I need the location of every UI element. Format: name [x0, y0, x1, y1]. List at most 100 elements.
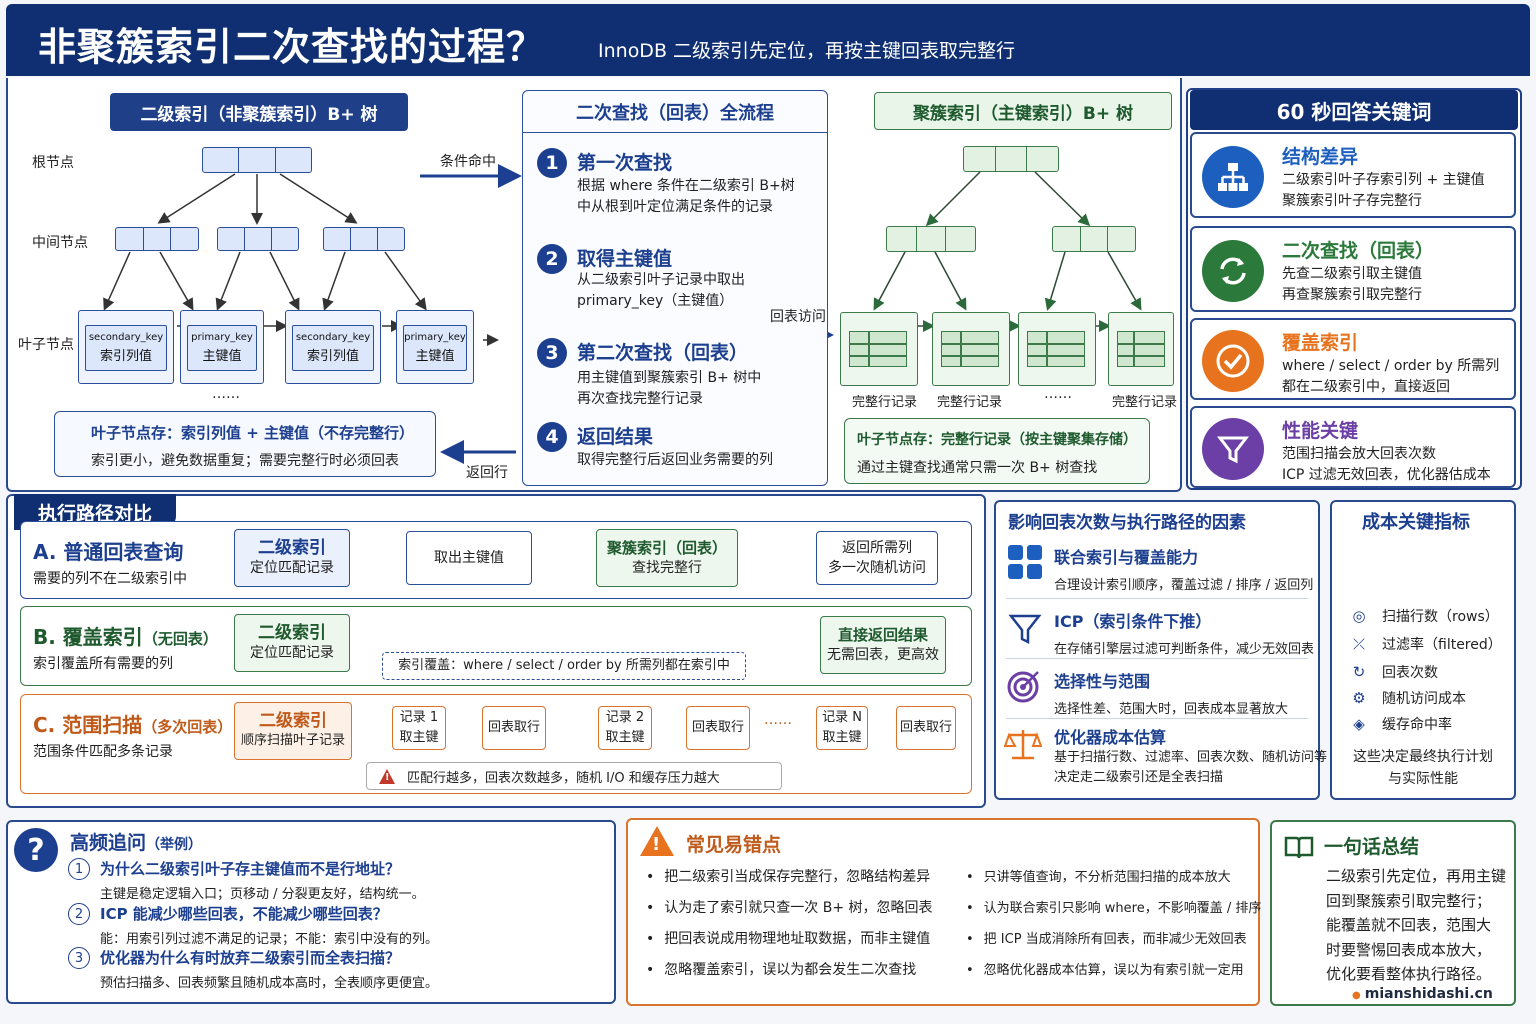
- mistake-item: 把 ICP 当成消除所有回表，而非减少无效回表: [966, 928, 1247, 947]
- clustered-leaf: [1018, 312, 1096, 386]
- keyword-card: 结构差异 二级索引叶子存索引列 + 主键值聚簇索引叶子存完整行: [1190, 132, 1516, 218]
- path-a-box-secondary: 二级索引定位匹配记录: [234, 529, 350, 587]
- mid-node-label: 中间节点: [32, 235, 88, 251]
- divider: [1006, 598, 1308, 599]
- factors-panel: [994, 500, 1320, 800]
- mistake-item: 认为联合索引只影响 where，不影响覆盖 / 排序: [966, 897, 1262, 916]
- factor-item: 选择性与范围选择性差、范围大时，回表成本显著放大: [1054, 672, 1289, 717]
- path-b-title: B. 覆盖索引（无回表）: [33, 625, 218, 649]
- root-node: [202, 147, 312, 173]
- metrics-panel: [1330, 500, 1516, 800]
- path-b-box-return: 直接返回结果无需回表，更高效: [820, 616, 946, 674]
- keyword-card: 二次查找（回表） 先查二级索引取主键值再查聚簇索引取完整行: [1190, 226, 1516, 312]
- cache-icon: ◈: [1353, 715, 1365, 733]
- step-number: 4: [537, 422, 567, 452]
- clustered-mid-node: [1052, 226, 1136, 252]
- watermark: ●mianshidashi.cn: [1352, 986, 1493, 1002]
- factor-item: ICP（索引条件下推）在存储引擎层过滤可判断条件，减少无效回表: [1054, 612, 1315, 657]
- mistake-item: 认为走了索引就只查一次 B+ 树，忽略回表: [646, 897, 932, 917]
- path-c-title: C. 范围扫描（多次回表）: [33, 713, 233, 737]
- path-c-box-secondary: 二级索引顺序扫描叶子记录: [234, 702, 352, 760]
- keyword-card: 覆盖索引 where / select / order by 所需列都在二级索引…: [1190, 318, 1516, 400]
- keyword-title: 结构差异: [1282, 146, 1359, 168]
- refresh-icon: [1202, 240, 1264, 302]
- flow-panel: 二次查找（回表）全流程: [522, 90, 828, 486]
- factor-item: 联合索引与覆盖能力合理设计索引顺序，覆盖过滤 / 排序 / 返回列: [1054, 548, 1314, 593]
- warning-icon-mark: !: [652, 834, 661, 855]
- page-header: 非聚簇索引二次查找的过程？ InnoDB 二级索引先定位，再按主键回表取完整行: [6, 4, 1530, 76]
- funnel-icon: [1008, 612, 1042, 650]
- scale-icon: [1003, 726, 1043, 766]
- clustered-leaf: [932, 312, 1010, 386]
- mistake-item: 只讲等值查询，不分析范围扫描的成本放大: [966, 866, 1231, 885]
- path-c-sub: 范围条件匹配多条记录: [33, 744, 173, 760]
- page-subtitle: InnoDB 二级索引先定位，再按主键回表取完整行: [598, 40, 1016, 62]
- step-title: 返回结果: [577, 426, 654, 448]
- clustered-leaf-label: 完整行记录: [937, 395, 1003, 410]
- keyword-title: 性能关键: [1282, 420, 1359, 442]
- filter-ratio-icon: ⤫: [1352, 635, 1365, 653]
- path-a-box-pk: 取出主键值: [406, 531, 532, 585]
- clustered-leaf-label: 完整行记录: [1112, 395, 1178, 410]
- step-desc: 取得完整行后返回业务需要的列: [577, 452, 773, 468]
- rows-icon: ◎: [1352, 607, 1366, 625]
- step-title: 第一次查找: [577, 152, 673, 174]
- keyword-desc: 先查二级索引取主键值再查聚簇索引取完整行: [1282, 266, 1422, 303]
- path-b-covering-note: 索引覆盖：where / select / order by 所需列都在索引中: [382, 652, 746, 680]
- leaf-ellipsis: ……: [212, 386, 240, 402]
- metric-item: ◎扫描行数（rows）: [1350, 606, 1498, 626]
- path-c-back: 回表取行: [896, 706, 956, 750]
- metrics-footer: 这些决定最终执行计划与实际性能: [1353, 749, 1493, 787]
- path-c-dots: ……: [764, 712, 792, 728]
- clustered-root-node: [963, 146, 1059, 172]
- secondary-note-desc: 索引更小，避免数据重复；需要完整行时必须回表: [91, 453, 399, 469]
- keywords-title: 60 秒回答关键词: [1190, 90, 1518, 130]
- target-icon: [1006, 668, 1042, 708]
- mid-node: [323, 227, 405, 251]
- metrics-title: 成本关键指标: [1362, 512, 1470, 533]
- step-title: 取得主键值: [577, 248, 673, 270]
- keyword-desc: 二级索引叶子存索引列 + 主键值聚簇索引叶子存完整行: [1282, 172, 1485, 209]
- grid-icon: [1008, 545, 1042, 579]
- question-icon: ?: [14, 828, 58, 872]
- step-number: 1: [537, 148, 567, 178]
- clustered-leaf-label: 完整行记录: [852, 395, 918, 410]
- clustered-mid-node: [886, 226, 976, 252]
- clustered-note-title: 叶子节点存：完整行记录（按主键聚集存储）: [857, 432, 1137, 448]
- clustered-tree-title: 聚簇索引（主键索引）B+ 树: [874, 92, 1172, 130]
- summary-title: 一句话总结: [1324, 836, 1420, 858]
- faq-panel: [6, 820, 616, 1004]
- clustered-leaf: [840, 312, 918, 386]
- metric-item: ↻回表次数: [1350, 662, 1438, 682]
- mid-node: [115, 227, 199, 251]
- mistakes-title: 常见易错点: [686, 834, 782, 856]
- warning-icon: [640, 826, 674, 856]
- clustered-leaf-note: 叶子节点存：完整行记录（按主键聚集存储） 通过主键查找通常只需一次 B+ 树查找: [844, 418, 1150, 484]
- metric-item: ⤫过滤率（filtered）: [1350, 634, 1502, 654]
- step-desc: 根据 where 条件在二级索引 B+树中从根到叶定位满足条件的记录: [577, 178, 795, 215]
- path-b-box-secondary: 二级索引定位匹配记录: [234, 614, 350, 672]
- cycle-icon: ↻: [1352, 663, 1366, 681]
- path-c-back: 回表取行: [686, 706, 750, 750]
- flow-title: 二次查找（回表）全流程: [523, 91, 827, 133]
- filter-icon: [1202, 418, 1264, 480]
- secondary-leaf-note: 叶子节点存：索引列值 + 主键值（不存完整行） 索引更小，避免数据重复；需要完整…: [54, 411, 436, 477]
- mistake-item: 忽略优化器成本估算，误以为有索引就一定用: [966, 959, 1244, 978]
- factors-title: 影响回表次数与执行路径的因素: [1008, 513, 1246, 533]
- factor-item: 优化器成本估算基于扫描行数、过滤率、回表次数、随机访问等决定走二级索引还是全表扫…: [1054, 728, 1328, 785]
- step-number: 3: [537, 338, 567, 368]
- page-title: 非聚簇索引二次查找的过程？: [38, 25, 546, 69]
- gear-icon: ⚙: [1352, 689, 1366, 707]
- mistake-item: 把回表说成用物理地址取数据，而非主键值: [646, 928, 930, 948]
- step-title: 第二次查找（回表）: [577, 342, 749, 364]
- clustered-note-desc: 通过主键查找通常只需一次 B+ 树查找: [857, 460, 1098, 476]
